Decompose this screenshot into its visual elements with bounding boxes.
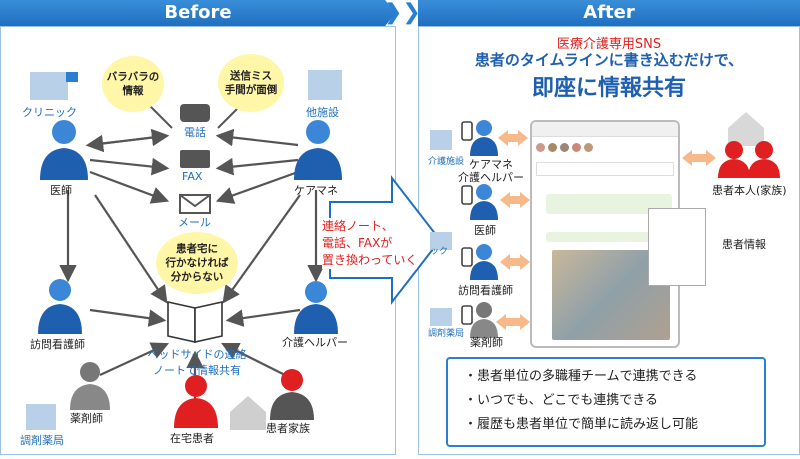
building-icon — [430, 130, 452, 326]
after-header: After — [418, 0, 800, 26]
helper-icon — [294, 281, 338, 334]
nurse-icon — [470, 244, 498, 280]
facility-building-icon — [308, 70, 342, 100]
pharmacy-label: 調剤薬局 — [428, 329, 465, 339]
before-header: Before — [0, 0, 396, 26]
patient-family-icon — [718, 112, 780, 178]
benefit-item: ・履歴も患者単位で簡単に読み返し可能 — [464, 417, 699, 432]
patient-info-label: 患者情報 — [722, 238, 766, 251]
clinic-partial-label: ック — [430, 247, 449, 257]
care-manager-helper-icon — [470, 120, 498, 156]
pharmacist-label: 薬剤師 — [470, 336, 503, 349]
nurse-icon — [38, 279, 82, 334]
phone-device-icon — [461, 247, 473, 267]
after-title-sns: 医療介護専用SNS — [556, 37, 662, 52]
after-title-timeline: 患者のタイムラインに書き込むだけで、 — [474, 51, 744, 69]
pharmacy-label: 調剤薬局 — [20, 434, 64, 447]
patient-info-popup — [648, 208, 706, 286]
fax-icon — [180, 150, 210, 168]
connection-arrows — [496, 130, 716, 330]
care-manager-helper-label: ケアマネ介護ヘルパー — [458, 158, 524, 184]
pharmacist-label: 薬剤師 — [70, 412, 103, 425]
benefit-item: ・患者単位の多職種チームで連携できる — [464, 369, 698, 384]
patient-family-icon — [270, 369, 314, 420]
care-manager-label: ケアマネ — [294, 184, 338, 197]
transition-text: 連絡ノート、電話、FAXが置き換わっていく — [322, 218, 418, 269]
doctor-label: 医師 — [474, 224, 496, 237]
patient-family-label: 患者家族 — [266, 422, 310, 435]
doctor-icon — [40, 120, 88, 180]
benefits-box: ・患者単位の多職種チームで連携できる ・いつでも、どこでも連携できる ・履歴も患… — [446, 357, 766, 447]
clinic-building-icon — [30, 72, 78, 100]
pharmacist-icon — [470, 302, 498, 338]
clinic-label: クリニック — [22, 106, 77, 119]
benefit-item: ・いつでも、どこでも連携できる — [464, 393, 658, 408]
notebook-icon — [167, 301, 223, 343]
mail-label: メール — [178, 216, 211, 229]
visit-required-bubble: 患者宅に行かなければ分からない — [156, 232, 238, 294]
other-facility-label: 他施設 — [306, 106, 339, 119]
phone-device-icon — [461, 185, 473, 205]
after-title-share: 即座に情報共有 — [531, 76, 686, 101]
doctor-label: 医師 — [50, 184, 72, 197]
home-patient-icon — [174, 375, 218, 428]
care-helper-label: 介護ヘルパー — [282, 336, 348, 349]
care-facility-label: 介護施設 — [428, 157, 465, 167]
visiting-nurse-label: 訪問看護師 — [30, 338, 85, 351]
mail-icon — [179, 194, 211, 214]
phone-icon — [180, 104, 210, 122]
care-manager-icon — [294, 120, 342, 180]
scattered-info-bubble: バラバラの情報 — [102, 56, 164, 112]
house-icon — [230, 396, 266, 430]
phone-device-icon — [461, 121, 473, 141]
send-miss-bubble: 送信ミス手間が面倒 — [218, 54, 284, 112]
bedside-note-label: ベッドサイドの連絡ノートで情報共有 — [147, 348, 247, 377]
fax-label: FAX — [182, 170, 203, 183]
visiting-nurse-label: 訪問看護師 — [458, 284, 513, 297]
pharmacist-icon — [70, 362, 110, 410]
pharmacy-building-icon — [26, 404, 56, 430]
doctor-icon — [470, 184, 498, 220]
home-patient-label: 在宅患者 — [170, 432, 214, 445]
patient-family-label: 患者本人(家族) — [712, 184, 787, 197]
phone-label: 電話 — [184, 126, 206, 139]
phone-device-icon — [461, 305, 473, 325]
